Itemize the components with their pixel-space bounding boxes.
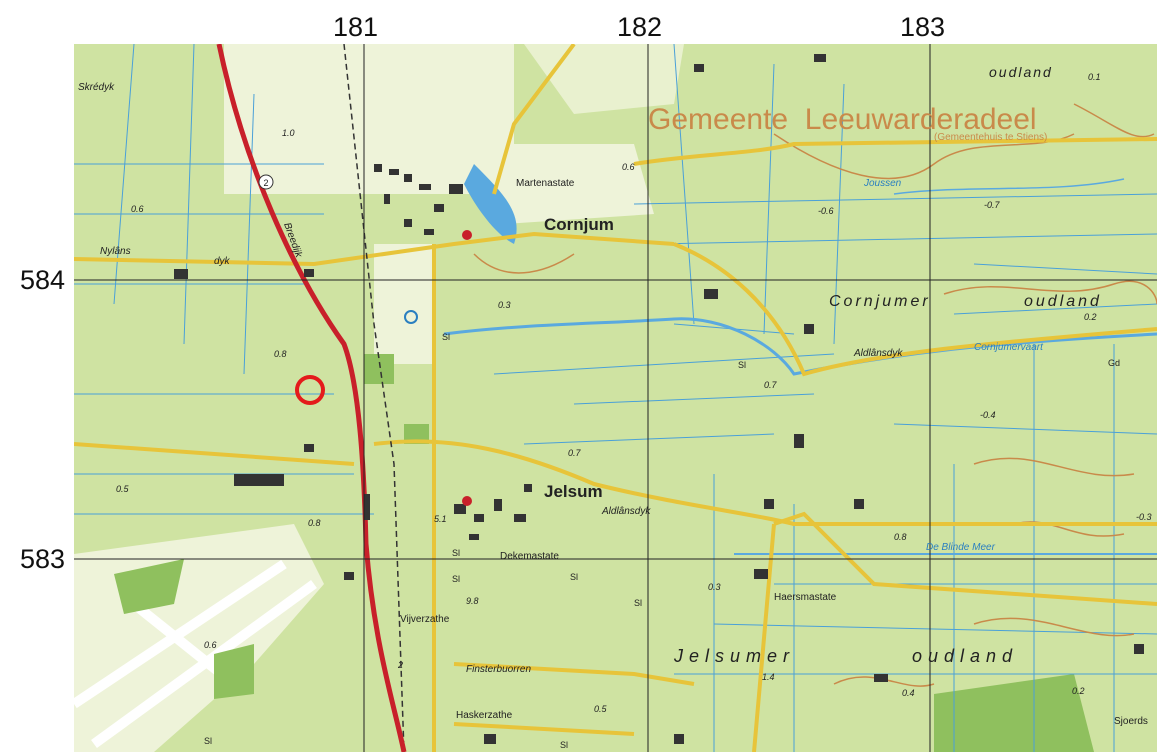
open-field (224, 44, 514, 194)
estate-haersmastate: Haersmastate (774, 592, 837, 603)
road-nylans: Nylâns (100, 246, 131, 257)
height-label: 0.2 (1084, 312, 1097, 322)
woodland (364, 354, 394, 384)
area-cornjumer-oudland: oudland (1024, 293, 1102, 310)
height-label: 0.8 (308, 518, 321, 528)
road-skredyk: Skrédyk (78, 82, 115, 93)
municipality-name: Gemeente Leeuwarderadeel (648, 103, 1037, 136)
height-label: 0.7 (568, 448, 582, 458)
road-finsterbuorren: Finsterbuorren (466, 664, 531, 675)
road-dyk: dyk (214, 256, 231, 267)
grid-label-row-584: 584 (20, 265, 66, 295)
grid-label-row-583: 583 (20, 544, 66, 574)
grid-label-col-181: 181 (333, 12, 379, 42)
area-cornjumer: Cornjumer (829, 293, 931, 310)
sluice-label: Sl (452, 574, 460, 584)
woodland (404, 424, 429, 444)
height-label: 0.4 (902, 688, 915, 698)
height-label: 0.8 (274, 349, 287, 359)
area-jelsumer-oudland: oudland (912, 646, 1018, 666)
location-marker-icon[interactable] (295, 375, 325, 405)
roads (74, 44, 1157, 752)
sluice-label: Sl (570, 572, 578, 582)
gemaal-label: Gd (1108, 358, 1120, 368)
sluice-label: Sl (634, 598, 642, 608)
woodland (114, 559, 184, 614)
sluice-label: Sl (442, 332, 450, 342)
area-oudland-top: oudland (989, 64, 1053, 80)
road-aldlansdyk-east: Aldlânsdyk (853, 348, 903, 359)
grid-lines (74, 44, 1157, 752)
water-joussen: Joussen (863, 178, 902, 189)
height-label: -0.3 (1136, 512, 1152, 522)
topographic-map[interactable]: 2 Gemeente Leeuwarderadeel (Gemeentehuis… (74, 44, 1157, 752)
woodland (934, 674, 1094, 752)
road-number-badge (258, 174, 274, 190)
height-label: 5.1 (434, 514, 447, 524)
height-label: 0.3 (708, 582, 721, 592)
church-cornjum-icon (462, 230, 472, 240)
ditches (74, 44, 1157, 752)
estate-sjoerds: Sjoerds (1114, 716, 1148, 727)
village-cornjum: Cornjum (544, 215, 614, 234)
height-label: 0.5 (594, 704, 608, 714)
height-label: 0.1 (1088, 72, 1101, 82)
water-de-blinde-meer: De Blinde Meer (926, 542, 996, 553)
village-jelsum: Jelsum (544, 482, 603, 501)
water-tower-icon (404, 310, 418, 324)
estate-vijverzathe: Vijverzathe (400, 614, 450, 625)
joussen-water (893, 178, 1125, 195)
municipality-subtitle: (Gemeentehuis te Stiens) (934, 132, 1047, 143)
water-cornjumervaart: Cornjumervaart (974, 342, 1044, 353)
buildings (174, 54, 1144, 744)
church-jelsum-icon (462, 496, 472, 506)
height-label: 0.2 (1072, 686, 1085, 696)
contour-lines (473, 103, 1157, 687)
height-label: 1.4 (762, 672, 775, 682)
height-label: 0.6 (204, 640, 217, 650)
height-label: 0.8 (894, 532, 907, 542)
road-number-text: 2 (263, 178, 268, 188)
railway (343, 44, 405, 752)
estate-dekemastate: Dekemastate (500, 551, 559, 562)
grid-label-col-182: 182 (617, 12, 663, 42)
estate-martenastate: Martenastate (516, 178, 575, 189)
area-jelsumer: Jelsumer (673, 646, 795, 666)
height-label: 1.0 (282, 128, 295, 138)
open-field (524, 44, 684, 114)
open-field (374, 244, 434, 364)
height-label: -0.7 (984, 200, 1001, 210)
sluice-label: Sl (560, 740, 568, 750)
road-aldlansdyk-south: Aldlânsdyk (601, 506, 651, 517)
sluice-label: Sl (738, 360, 746, 370)
main-road (216, 44, 407, 752)
height-label: -0.4 (980, 410, 996, 420)
height-label: 0.5 (116, 484, 130, 494)
open-field (494, 144, 654, 224)
estate-pond (464, 164, 517, 244)
height-label: 9.8 (466, 596, 479, 606)
sluice-label: Sl (204, 736, 212, 746)
height-label: 0.7 (764, 380, 778, 390)
height-label: 0.6 (131, 204, 144, 214)
height-label: -0.6 (818, 206, 834, 216)
sluice-label: Sl (452, 548, 460, 558)
grid-label-col-183: 183 (900, 12, 946, 42)
woodland (214, 644, 254, 699)
height-label: 0.6 (622, 162, 635, 172)
map-canvas[interactable]: 2 Gemeente Leeuwarderadeel (Gemeentehuis… (74, 44, 1157, 752)
estate-haskerzathe: Haskerzathe (456, 710, 513, 721)
height-label: 2 (397, 660, 403, 670)
height-label: 0.3 (498, 300, 511, 310)
